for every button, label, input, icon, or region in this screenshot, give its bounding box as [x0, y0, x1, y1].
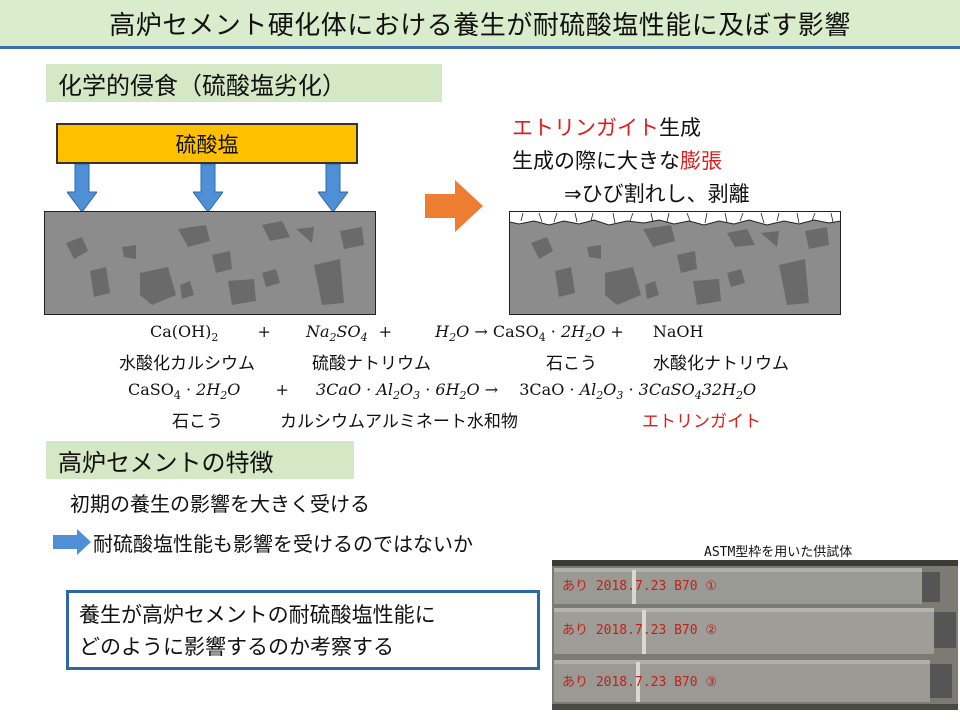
eq1-plus: + — [257, 322, 271, 341]
ettringite-formation-line: エトリンガイト生成 — [512, 112, 701, 142]
specimen-label-1: あり 2018.7.23 B70 ① — [562, 579, 717, 594]
eq2-sub: 2 — [220, 389, 228, 403]
down-arrow-icon — [318, 164, 348, 212]
specimen-label-2: あり 2018.7.23 B70 ② — [562, 623, 717, 638]
eq1-term: CaSO — [492, 322, 539, 341]
expansion-text-a: 生成の際に — [512, 149, 617, 173]
eq2-term: CaSO — [128, 380, 174, 399]
specimen-photo: あり 2018.7.23 B70 ① あり 2018.7.23 B70 ② あり… — [552, 560, 958, 710]
eq1-sub: 2 — [449, 331, 457, 345]
eq2-sub: 3 — [616, 389, 624, 403]
compound-name: 硫酸ナトリウム — [312, 354, 431, 374]
concrete-specimen-after — [509, 211, 841, 315]
eq2-term: 32H — [701, 380, 736, 399]
compound-name: 水酸化カルシウム — [119, 354, 255, 374]
eq1-arrow: → — [474, 322, 488, 341]
right-arrow-icon — [53, 529, 91, 555]
eq1-sub: 2 — [585, 331, 593, 345]
equation-1: Ca(OH)2 + Na2SO4 + H2O → CaSO4 · 2H2O + … — [150, 322, 703, 344]
formation-text: 生成 — [659, 116, 701, 140]
eq1-term: O — [592, 322, 606, 341]
eq2-sub: 2 — [736, 389, 743, 403]
eq2-term: O — [400, 380, 414, 399]
eq2-term: · Al — [564, 380, 597, 399]
eq2-term: · 6H — [420, 380, 460, 399]
ettringite-text: エトリンガイト — [512, 116, 659, 140]
section-heading-chemical-attack: 化学的侵食（硫酸塩劣化） — [46, 64, 442, 102]
eq1-sub: 4 — [360, 331, 368, 345]
eq1-term: O — [456, 322, 470, 341]
conclusion-line-1: 養生が高炉セメントの耐硫酸塩性能に — [79, 603, 436, 627]
expansion-text-b: 大きな — [617, 149, 680, 173]
eq1-term: Ca(OH) — [150, 322, 212, 341]
feature-line-2: 耐硫酸塩性能も影響を受けるのではないか — [93, 532, 473, 556]
eq2-sub: 4 — [173, 389, 181, 403]
eq2-sub: 2 — [459, 389, 467, 403]
cracking-line: ⇒ひび割れし、剥離 — [564, 182, 750, 206]
eq2-term: 2H — [196, 380, 221, 399]
eq2-term: 3CaO — [519, 380, 565, 399]
sulfate-box: 硫酸塩 — [56, 123, 358, 164]
eq2-sub: 3 — [413, 389, 421, 403]
eq1-term: H — [435, 322, 450, 341]
section-heading-blast-furnace-cement: 高炉セメントの特徴 — [46, 441, 354, 479]
concrete-specimen-before — [44, 211, 376, 315]
eq2-arrow: → — [484, 380, 499, 399]
eq2-plus: + — [275, 380, 289, 399]
transition-arrow-icon — [425, 180, 483, 232]
eq2-sub: 2 — [393, 389, 401, 403]
expansion-text-red: 膨張 — [680, 149, 722, 173]
compound-name: カルシウムアルミネート水和物 — [280, 412, 518, 432]
equation-2: CaSO4 · 2H2O + 3CaO · Al2O3 · 6H2O → 3Ca… — [128, 380, 756, 402]
compound-name: 石こう — [546, 354, 597, 374]
eq1-sub: 4 — [538, 331, 546, 345]
eq2-term: O — [466, 380, 480, 399]
eq2-dot: · — [185, 380, 192, 399]
slide-title: 高炉セメント硬化体における養生が耐硫酸塩性能に及ぼす影響 — [0, 0, 960, 49]
eq1-plus: + — [610, 322, 624, 341]
eq2-sub: 2 — [596, 389, 604, 403]
eq2-sub: 4 — [694, 389, 702, 403]
eq2-term: 3CaO · Al — [316, 380, 394, 399]
eq1-term: SO — [336, 322, 361, 341]
eq1-dot: · — [550, 322, 556, 341]
eq2-term: O — [227, 380, 241, 399]
eq1-sub: 2 — [329, 331, 337, 345]
down-arrow-icon — [193, 164, 223, 212]
compound-name: 石こう — [172, 412, 223, 432]
eq1-term: NaOH — [652, 322, 704, 341]
eq1-term: 2H — [560, 322, 586, 341]
specimen-label-3: あり 2018.7.23 B70 ③ — [562, 675, 717, 690]
compound-name: 水酸化ナトリウム — [653, 354, 789, 374]
feature-line-1: 初期の養生の影響を大きく受ける — [70, 492, 370, 516]
expansion-line: 生成の際に大きな膨張 — [512, 145, 722, 175]
eq2-term: O — [743, 380, 757, 399]
eq1-sub: 2 — [211, 331, 219, 345]
conclusion-line-2: どのように影響するのか考察する — [79, 635, 394, 659]
conclusion-box: 養生が高炉セメントの耐硫酸塩性能に どのように影響するのか考察する — [66, 590, 540, 670]
eq1-plus: + — [378, 322, 393, 341]
eq2-term: · 3CaSO — [623, 380, 695, 399]
eq2-term: O — [603, 380, 617, 399]
compound-name-ettringite: エトリンガイト — [642, 412, 761, 432]
down-arrow-icon — [67, 164, 97, 212]
photo-caption: ASTM型枠を用いた供試体 — [704, 545, 853, 560]
eq1-term: Na — [305, 322, 330, 341]
